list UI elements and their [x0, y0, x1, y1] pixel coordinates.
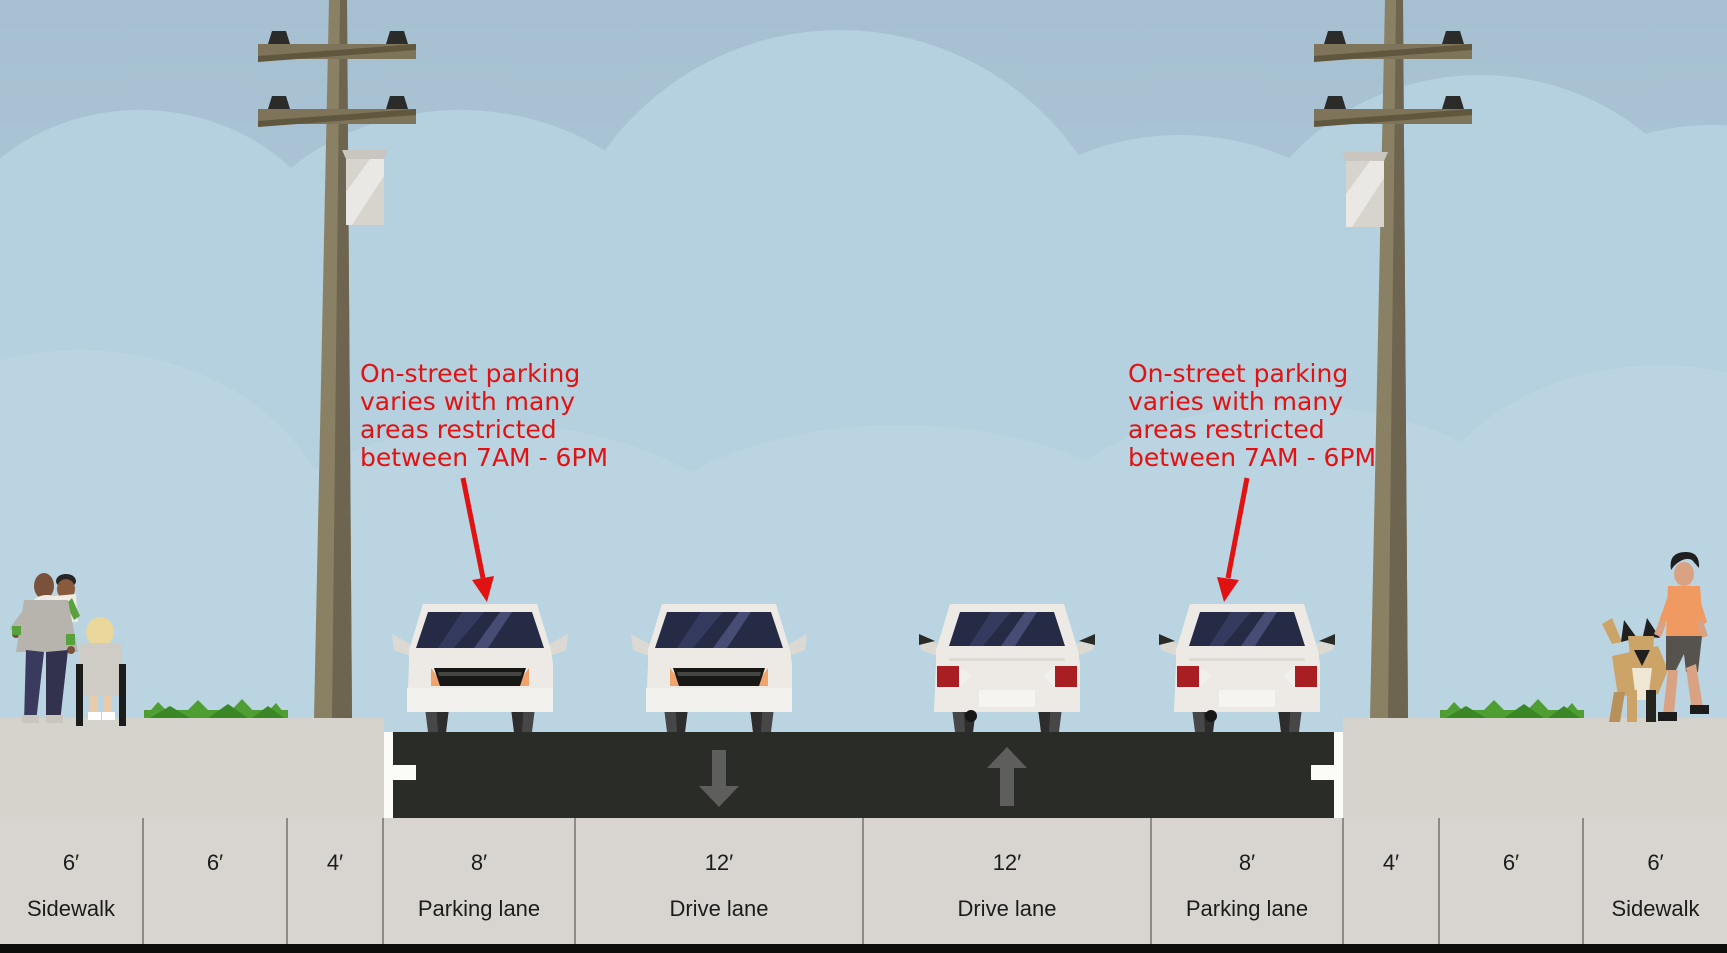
parking-annotation-left: On-street parking varies with many areas… — [360, 359, 609, 472]
transformer-box-right — [1342, 152, 1388, 227]
segment-buffer-left: 4′ — [288, 818, 384, 944]
ground-base-bar — [0, 944, 1727, 953]
segment-planting-right: 6′ — [1440, 818, 1584, 944]
segment-planting-left: 6′ — [144, 818, 288, 944]
segment-buffer-right: 4′ — [1344, 818, 1440, 944]
segment-drive-lane-right: 12′ Drive lane — [864, 818, 1152, 944]
annotation-arrow-right — [1217, 477, 1250, 602]
segment-sidewalk-right: 6′ Sidewalk — [1611, 850, 1700, 921]
wheelchair-user — [76, 617, 126, 726]
segment-drive-lane-left: 12′ Drive lane — [576, 818, 864, 944]
utility-pole-left — [258, 0, 416, 718]
segment-sidewalk-left: 6′ Sidewalk — [0, 818, 144, 944]
sidewalk-left — [0, 718, 384, 820]
pedestrian-dog-walker — [1654, 552, 1709, 721]
up-arrow-icon — [987, 747, 1027, 806]
transformer-box-left — [342, 150, 388, 225]
road — [384, 732, 1343, 818]
parking-annotation-right: On-street parking varies with many areas… — [1128, 359, 1377, 472]
cloud-band-lower — [0, 350, 1727, 775]
utility-pole-right — [1314, 0, 1472, 718]
sidewalk-right — [1343, 718, 1727, 820]
pedestrian-adult-with-child — [10, 573, 80, 723]
segment-parking-lane-left: 8′ Parking lane — [384, 818, 576, 944]
cross-section-label-strip: 6′ Sidewalk 6′ 4′ 8′ Parking lane 12′ Dr… — [0, 818, 1727, 953]
segment-parking-lane-right: 8′ Parking lane — [1152, 818, 1344, 944]
down-arrow-icon — [699, 750, 739, 807]
annotation-arrow-left — [460, 477, 494, 602]
